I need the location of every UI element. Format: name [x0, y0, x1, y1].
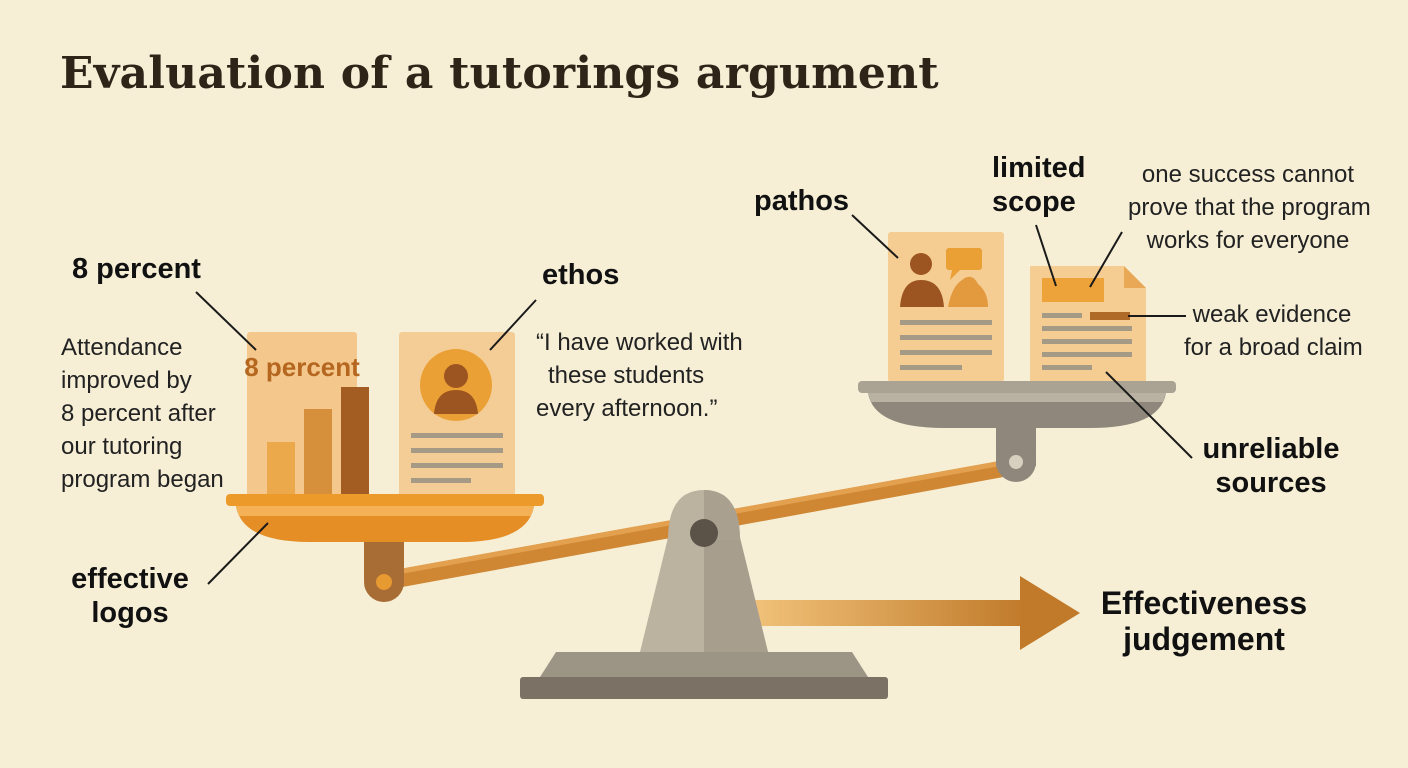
note-line: one success cannot: [1141, 161, 1355, 188]
label-line: logos: [91, 597, 169, 629]
evidence-document: [1030, 266, 1146, 382]
attendance-line: program began: [61, 466, 224, 493]
label-effective-logos: effective logos: [70, 562, 190, 630]
attendance-line: 8 percent after: [61, 400, 216, 427]
label-unreliable-sources: unreliable sources: [1196, 432, 1346, 500]
leader-lines: [195, 214, 1193, 585]
label-8-percent: 8 percent: [72, 253, 201, 285]
label-line: unreliable: [1202, 433, 1340, 465]
outcome-label: Effectiveness judgement: [1096, 585, 1312, 657]
attendance-line: our tutoring: [61, 433, 183, 460]
label-pathos: pathos: [754, 185, 850, 217]
right-hanger: [996, 426, 1036, 482]
attendance-line: Attendance: [61, 334, 183, 361]
bar-chart-bar: [304, 409, 332, 497]
logos-card: 8 percent: [244, 332, 369, 497]
weak-evidence-highlight: [1090, 312, 1130, 320]
person-icon: [910, 253, 932, 275]
left-hanger: [364, 535, 404, 602]
bar-chart-bar: [341, 387, 369, 497]
label-line: effective: [71, 563, 189, 595]
page-title: Evaluation of a tutorings argument: [60, 48, 939, 99]
bar-chart-bar: [267, 442, 295, 497]
note-line: for a broad claim: [1184, 334, 1363, 361]
weak-evidence-note: weak evidence for a broad claim: [1184, 298, 1363, 364]
label-limited-scope: limited scope: [992, 151, 1085, 219]
fulcrum-pivot: [668, 490, 740, 547]
label-ethos: ethos: [542, 259, 620, 291]
label-line: scope: [992, 186, 1076, 218]
label-line: limited: [992, 152, 1086, 184]
ethos-card: [399, 332, 515, 497]
attendance-claim: Attendance improved by 8 percent after o…: [61, 331, 224, 496]
scale-base: [520, 505, 888, 699]
quote-line: “I have worked with: [536, 329, 743, 356]
left-pan: [226, 494, 544, 542]
ethos-quote: “I have worked with these students every…: [536, 326, 743, 425]
label-line: sources: [1215, 467, 1327, 499]
outcome-arrow: [752, 576, 1080, 650]
scope-note: one success cannot prove that the progra…: [1128, 158, 1371, 257]
attendance-line: improved by: [61, 367, 192, 394]
note-line: weak evidence: [1192, 301, 1352, 328]
logos-card-value: 8 percent: [244, 352, 360, 382]
pathos-card: [888, 232, 1004, 382]
speech-bubble-icon: [946, 248, 982, 270]
quote-line: these students: [548, 362, 705, 389]
highlight-tag: [1042, 278, 1104, 302]
note-line: prove that the program: [1128, 194, 1371, 221]
quote-line: every afternoon.”: [536, 395, 718, 422]
note-line: works for everyone: [1146, 227, 1350, 254]
outcome-line: judgement: [1123, 621, 1285, 657]
outcome-line: Effectiveness: [1100, 585, 1308, 621]
right-pan: [858, 381, 1176, 428]
